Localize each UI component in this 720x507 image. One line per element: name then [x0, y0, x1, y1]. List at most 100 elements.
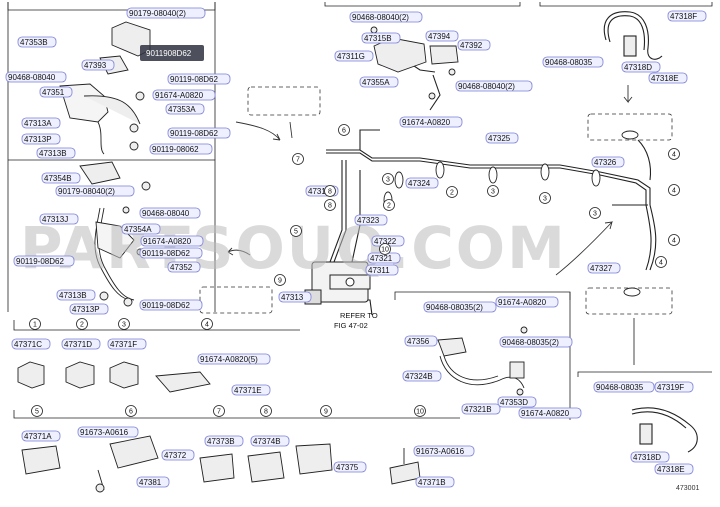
callout-label[interactable]: 47372 [164, 451, 187, 460]
callout-label[interactable]: 90119-08D62 [16, 257, 64, 266]
callout-box[interactable] [161, 449, 195, 461]
callout-box[interactable] [140, 235, 204, 247]
part-callout-c_90119_a[interactable]: 90119-08D62 [167, 73, 231, 85]
callout-box[interactable] [61, 338, 101, 350]
part-callout-c_47371C[interactable]: 47371C [11, 338, 51, 350]
callout-label[interactable]: 47318D [624, 63, 652, 72]
part-callout-c_47323[interactable]: 47323 [354, 214, 388, 226]
callout-label[interactable]: 47371B [418, 478, 446, 487]
part-callout-c_47321[interactable]: 47321 [367, 252, 401, 264]
callout-box[interactable] [593, 381, 655, 393]
part-callout-c_47393[interactable]: 47393 [81, 59, 115, 71]
callout-label[interactable]: 47325 [488, 134, 511, 143]
part-callout-c_47313A[interactable]: 47313A [21, 117, 61, 129]
callout-label[interactable]: 90119-08D62 [142, 249, 190, 258]
callout-label[interactable]: 91674-A0820 [143, 237, 192, 246]
callout-label[interactable]: 47381 [139, 478, 162, 487]
part-callout-c_91674_a[interactable]: 91674-A0820 [152, 89, 216, 101]
part-callout-c_47318E2[interactable]: 47318E [654, 463, 694, 475]
part-callout-c_91674_f[interactable]: 91674-A0820(5) [197, 353, 271, 365]
part-callout-c_47381[interactable]: 47381 [136, 476, 170, 488]
callout-label[interactable]: 47353B [20, 38, 48, 47]
callout-box[interactable] [165, 103, 205, 115]
part-callout-c_47392[interactable]: 47392 [457, 39, 491, 51]
callout-box[interactable] [648, 72, 688, 84]
callout-box[interactable] [497, 396, 537, 408]
callout-box[interactable] [365, 264, 399, 276]
part-callout-c_90468_c[interactable]: 90468-08040(2) [349, 11, 423, 23]
part-callout-c_47394[interactable]: 47394 [425, 30, 459, 42]
callout-label[interactable]: 91673-A0616 [416, 447, 465, 456]
part-callout-c_47326[interactable]: 47326 [591, 156, 625, 168]
callout-label[interactable]: 47312 [308, 187, 331, 196]
part-callout-c_47315B[interactable]: 47315B [361, 32, 401, 44]
callout-label[interactable]: 47321 [370, 254, 393, 263]
callout-label[interactable]: 47393 [84, 61, 107, 70]
callout-box[interactable] [139, 207, 201, 219]
callout-label[interactable]: 90119-08D62 [142, 301, 190, 310]
callout-label[interactable]: 47324B [405, 372, 433, 381]
callout-label[interactable]: 47354B [44, 174, 72, 183]
callout-label[interactable]: 47373B [207, 437, 235, 446]
callout-label[interactable]: 47327 [590, 264, 613, 273]
callout-label[interactable]: 91674-A0820 [498, 298, 547, 307]
callout-label[interactable]: 47313P [24, 135, 52, 144]
part-callout-c_47373B[interactable]: 47373B [204, 435, 244, 447]
callout-label[interactable]: 90468-08035(2) [502, 338, 559, 347]
part-callout-c_47313[interactable]: 47313 [278, 291, 312, 303]
part-callout-c_47313B[interactable]: 47313B [36, 147, 76, 159]
part-callout-c_47356[interactable]: 47356 [404, 335, 438, 347]
callout-label[interactable]: 47323 [357, 216, 380, 225]
callout-box[interactable] [39, 86, 73, 98]
part-callout-c_47313P2[interactable]: 47313P [69, 303, 109, 315]
part-callout-c_47354A[interactable]: 47354A [121, 223, 161, 235]
callout-label[interactable]: 47319F [657, 383, 684, 392]
part-callout-c_47324B[interactable]: 47324B [402, 370, 442, 382]
callout-label[interactable]: 47371F [110, 340, 137, 349]
callout-label[interactable]: 47353D [500, 398, 528, 407]
part-callout-c_47319F[interactable]: 47319F [654, 381, 694, 393]
callout-label[interactable]: 90119-08062 [152, 145, 199, 154]
part-callout-c_90468_b[interactable]: 90468-08040 [139, 207, 201, 219]
callout-box[interactable] [591, 156, 625, 168]
callout-box[interactable] [5, 71, 67, 83]
part-callout-c_47353B[interactable]: 47353B [17, 36, 57, 48]
callout-label[interactable]: 90468-08040 [142, 209, 190, 218]
callout-label[interactable]: 47394 [428, 32, 451, 41]
callout-box[interactable] [542, 56, 604, 68]
callout-label[interactable]: 47318E [657, 465, 685, 474]
callout-box[interactable] [56, 289, 96, 301]
callout-box[interactable] [107, 338, 147, 350]
callout-box[interactable] [278, 291, 312, 303]
callout-box[interactable] [405, 177, 439, 189]
callout-box[interactable] [231, 384, 271, 396]
callout-box[interactable] [361, 32, 401, 44]
part-callout-c_90468_d[interactable]: 90468-08040(2) [455, 80, 533, 92]
part-callout-c_91674_d[interactable]: 91674-A0820 [495, 296, 559, 308]
part-callout-c_47371E[interactable]: 47371E [231, 384, 271, 396]
part-callout-c_47313B2[interactable]: 47313B [56, 289, 96, 301]
part-callout-c_90468_f[interactable]: 90468-08035(2) [423, 301, 497, 313]
callout-box[interactable] [333, 461, 367, 473]
callout-box[interactable] [250, 435, 290, 447]
callout-box[interactable] [423, 301, 497, 313]
callout-label[interactable]: 90119-08D62 [170, 129, 218, 138]
callout-label[interactable]: 47371C [14, 340, 42, 349]
callout-box[interactable] [654, 381, 694, 393]
part-callout-c_90119_c[interactable]: 90119-08062 [149, 143, 213, 155]
part-callout-c_47375[interactable]: 47375 [333, 461, 367, 473]
callout-label[interactable]: 90179-08040(2) [58, 187, 115, 196]
callout-box[interactable] [11, 338, 51, 350]
callout-box[interactable] [587, 262, 621, 274]
callout-label[interactable]: 47355A [362, 78, 390, 87]
callout-label[interactable]: 47311 [368, 266, 390, 275]
part-callout-c_90119_e[interactable]: 90119-08D62 [13, 255, 75, 267]
callout-box[interactable] [359, 76, 399, 88]
part-callout-c_47325[interactable]: 47325 [485, 132, 519, 144]
callout-label[interactable]: 47374B [253, 437, 281, 446]
callout-box[interactable] [39, 213, 79, 225]
callout-box[interactable] [167, 127, 231, 139]
callout-label[interactable]: 47324 [408, 179, 431, 188]
callout-label[interactable]: 47321B [464, 405, 492, 414]
callout-box[interactable] [121, 223, 161, 235]
